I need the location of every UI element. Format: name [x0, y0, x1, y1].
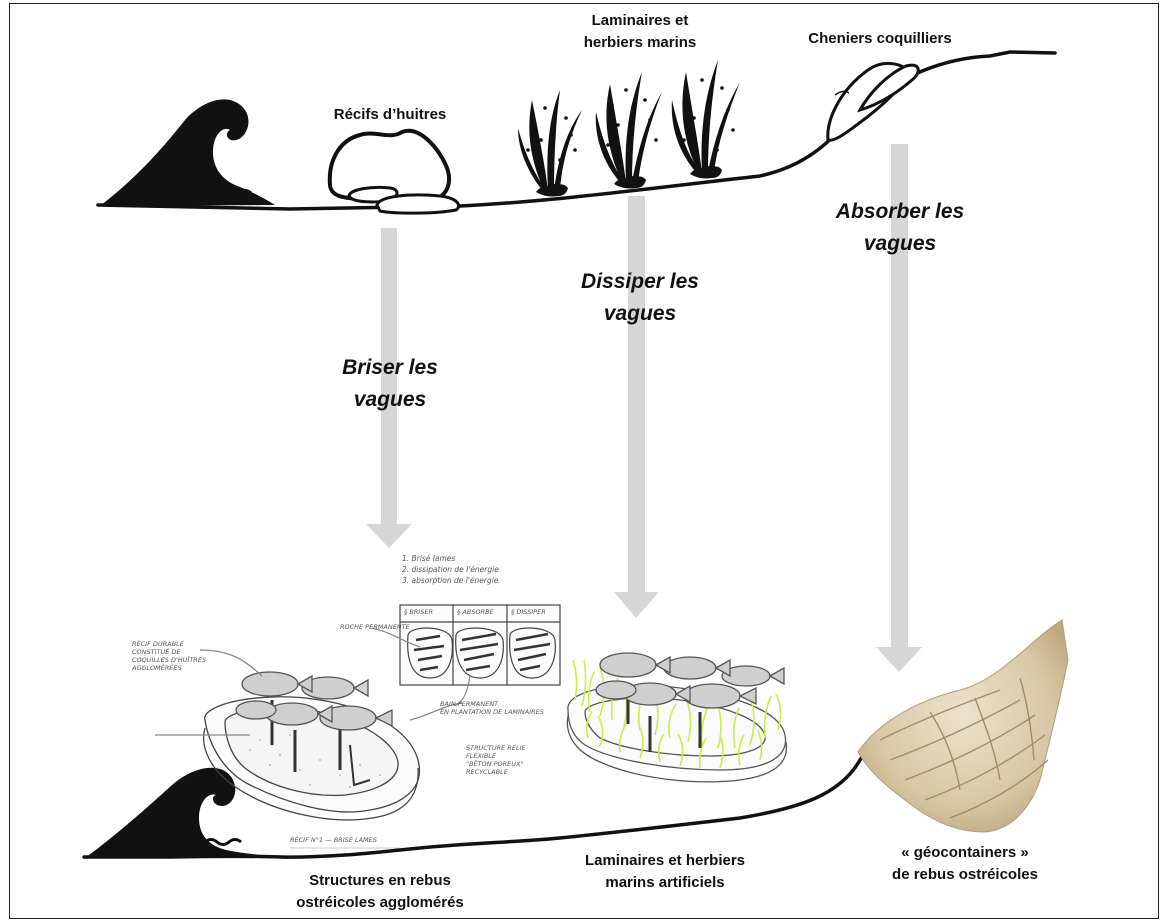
arrow-dissipate-waves — [614, 196, 659, 618]
oyster-reef-icon — [330, 131, 459, 213]
label-geocontainers: « géocontainers » de rebus ostréicoles — [850, 842, 1080, 886]
sketch-note-right: STRUCTURE RELIE FLEXIBLE "BÉTON POREUX" … — [466, 744, 556, 776]
sketch-note-header-2: § ABSORBE — [457, 608, 505, 616]
sketch-note-bottom: RÉCIF N°1 — BRISE LAMES — [290, 836, 410, 844]
shell-chenier-icon — [828, 63, 918, 140]
wave-icon-top — [100, 99, 275, 206]
sketch-note-top: ROCHE PERMANENTE — [340, 623, 410, 631]
kelp-seagrass-icon — [518, 60, 740, 197]
label-kelp-seagrass: Laminaires et herbiers marins — [540, 10, 740, 54]
sketch-note-list: 1. Brisé lames 2. dissipation de l'énerg… — [402, 553, 522, 586]
cross-section-sketch — [372, 605, 560, 706]
label-oyster-reefs: Récifs d’huitres — [290, 104, 490, 126]
label-break-waves: Briser les vagues — [300, 352, 480, 416]
label-dissipate-waves: Dissiper les vagues — [550, 266, 730, 330]
label-absorb-waves: Absorber les vagues — [800, 196, 1000, 260]
sketch-note-middle: BAIN PERMANENT EN PLANTATION DE LAMINAIR… — [440, 700, 570, 716]
artificial-kelp-sketch — [567, 653, 786, 782]
label-shell-cheniers: Cheniers coquilliers — [770, 28, 990, 50]
sketch-note-header-1: § BRISER — [404, 608, 452, 616]
label-artificial-kelp: Laminaires et herbiers marins artificiel… — [545, 850, 785, 894]
sketch-note-header-3: § DISSIPER — [511, 608, 559, 616]
label-agglomerated-structures: Structures en rebus ostréicoles agglomér… — [255, 870, 505, 914]
sketch-note-left: RÉCIF DURABLE CONSTITUÉ DE COQUILLES D'H… — [132, 640, 222, 672]
